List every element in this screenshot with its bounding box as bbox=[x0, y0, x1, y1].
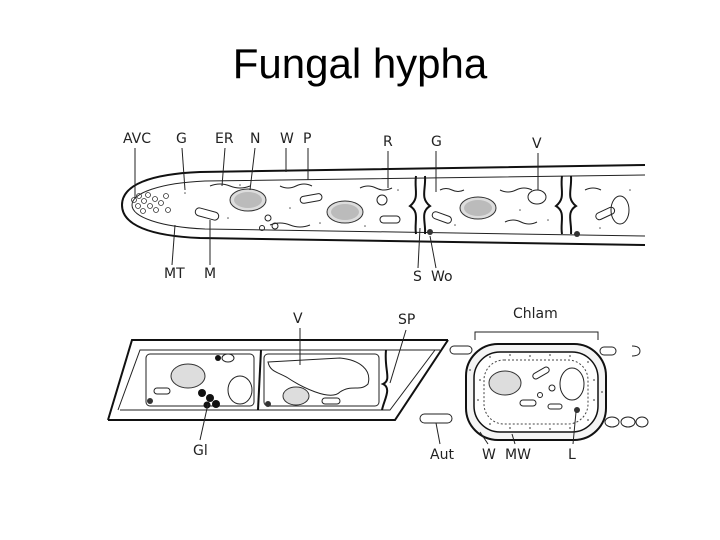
bottom-left-leader-lines bbox=[200, 328, 406, 440]
label-chlamydospore: Chlam bbox=[513, 306, 558, 322]
label-nucleus: N bbox=[250, 131, 260, 147]
label-wall: W bbox=[280, 131, 294, 147]
label-ribosomes: R bbox=[383, 134, 393, 150]
label-golgi-2: G bbox=[431, 134, 442, 150]
label-microtubules: MT bbox=[164, 266, 185, 282]
label-plasma-membrane: P bbox=[303, 131, 311, 147]
label-wall-2: W bbox=[482, 447, 496, 463]
label-er: ER bbox=[215, 131, 234, 147]
label-septal-pore: SP bbox=[398, 312, 415, 328]
label-woronin-body: Wo bbox=[431, 269, 453, 285]
bottom-left-labels: V SP Gl bbox=[193, 311, 415, 459]
label-avc: AVC bbox=[123, 131, 151, 147]
label-autolysed-hypha: Aut bbox=[430, 447, 454, 463]
label-multilayered-wall: MW bbox=[505, 447, 531, 463]
chlamydospore-drawing bbox=[420, 332, 648, 440]
label-lipid: L bbox=[568, 447, 576, 463]
label-glycogen: Gl bbox=[193, 443, 208, 459]
label-vacuole: V bbox=[532, 136, 542, 152]
label-vacuole-2: V bbox=[293, 311, 303, 327]
label-mitochondrion: M bbox=[204, 266, 216, 282]
vacuolate-hypha-drawing bbox=[108, 340, 448, 420]
label-septum: S bbox=[413, 269, 422, 285]
hyphal-tip-drawing bbox=[122, 165, 645, 245]
label-golgi: G bbox=[176, 131, 187, 147]
